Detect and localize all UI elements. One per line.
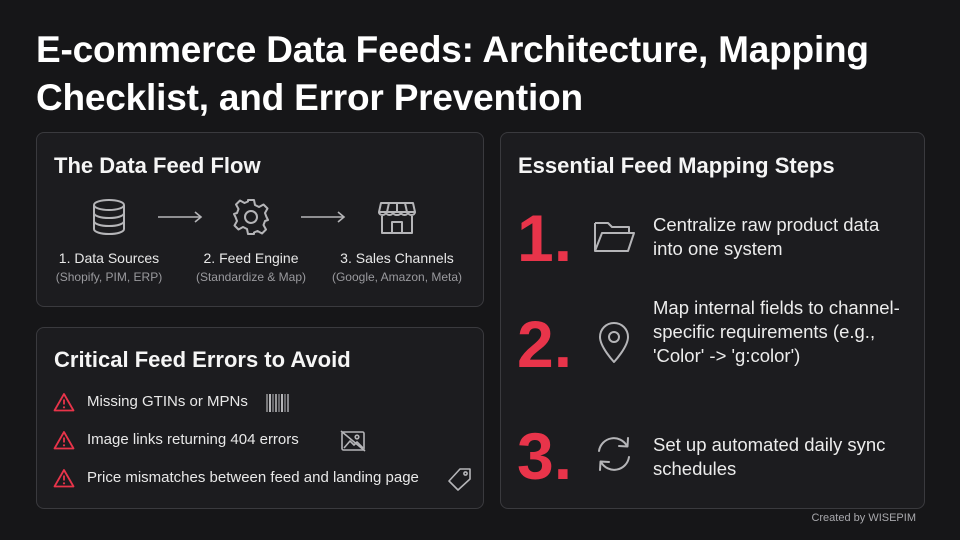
warning-icon bbox=[53, 431, 75, 450]
errors-heading: Critical Feed Errors to Avoid bbox=[54, 347, 351, 372]
barcode-icon bbox=[266, 394, 289, 412]
database-icon bbox=[93, 199, 125, 236]
flow-arrow-2 bbox=[301, 211, 346, 223]
error-text: Image links returning 404 errors bbox=[87, 431, 299, 448]
flow-stage-sub: (Standardize & Map) bbox=[195, 270, 307, 284]
page-title: E-commerce Data Feeds: Architecture, Map… bbox=[36, 29, 869, 118]
step-text: Set up automated daily sync schedules bbox=[653, 434, 886, 479]
step-number: 3. bbox=[517, 419, 573, 493]
error-item: Missing GTINs or MPNs bbox=[53, 391, 473, 415]
error-text: Price mismatches between feed and landin… bbox=[87, 469, 419, 486]
feed-mapping-card: Essential Feed Mapping Steps 1. Centrali… bbox=[500, 132, 925, 509]
step-text: Map internal fields to channel-specific … bbox=[653, 297, 900, 366]
credit-text: Created by WISEPIM bbox=[811, 512, 916, 524]
map-pin-icon bbox=[599, 322, 629, 363]
warning-icon bbox=[53, 469, 75, 488]
flow-stage-sub: (Shopify, PIM, ERP) bbox=[55, 270, 163, 284]
storefront-icon bbox=[378, 202, 416, 234]
sync-icon bbox=[598, 437, 630, 471]
step-number: 1. bbox=[517, 201, 573, 275]
feed-errors-card: Critical Feed Errors to Avoid Missing GT… bbox=[36, 327, 484, 509]
error-item: Image links returning 404 errors bbox=[53, 429, 473, 453]
folder-icon bbox=[594, 222, 635, 252]
step-number: 2. bbox=[517, 307, 573, 381]
error-item: Price mismatches between feed and landin… bbox=[53, 467, 473, 491]
flow-stage-label: 2. Feed Engine bbox=[203, 250, 299, 266]
broken-image-icon bbox=[340, 430, 366, 452]
flow-stage-sub: (Google, Amazon, Meta) bbox=[331, 270, 463, 284]
flow-stage-label: 3. Sales Channels bbox=[340, 250, 454, 266]
price-tag-icon bbox=[448, 468, 471, 491]
step-text: Centralize raw product data into one sys… bbox=[653, 214, 880, 259]
flow-arrow-1 bbox=[158, 211, 203, 223]
flow-stage-label: 1. Data Sources bbox=[58, 250, 160, 266]
data-feed-flow-card: The Data Feed Flow bbox=[36, 132, 484, 307]
gear-icon bbox=[233, 199, 269, 235]
error-text: Missing GTINs or MPNs bbox=[87, 393, 248, 410]
warning-icon bbox=[53, 393, 75, 412]
flow-heading: The Data Feed Flow bbox=[54, 153, 261, 178]
mapping-heading: Essential Feed Mapping Steps bbox=[518, 153, 835, 178]
